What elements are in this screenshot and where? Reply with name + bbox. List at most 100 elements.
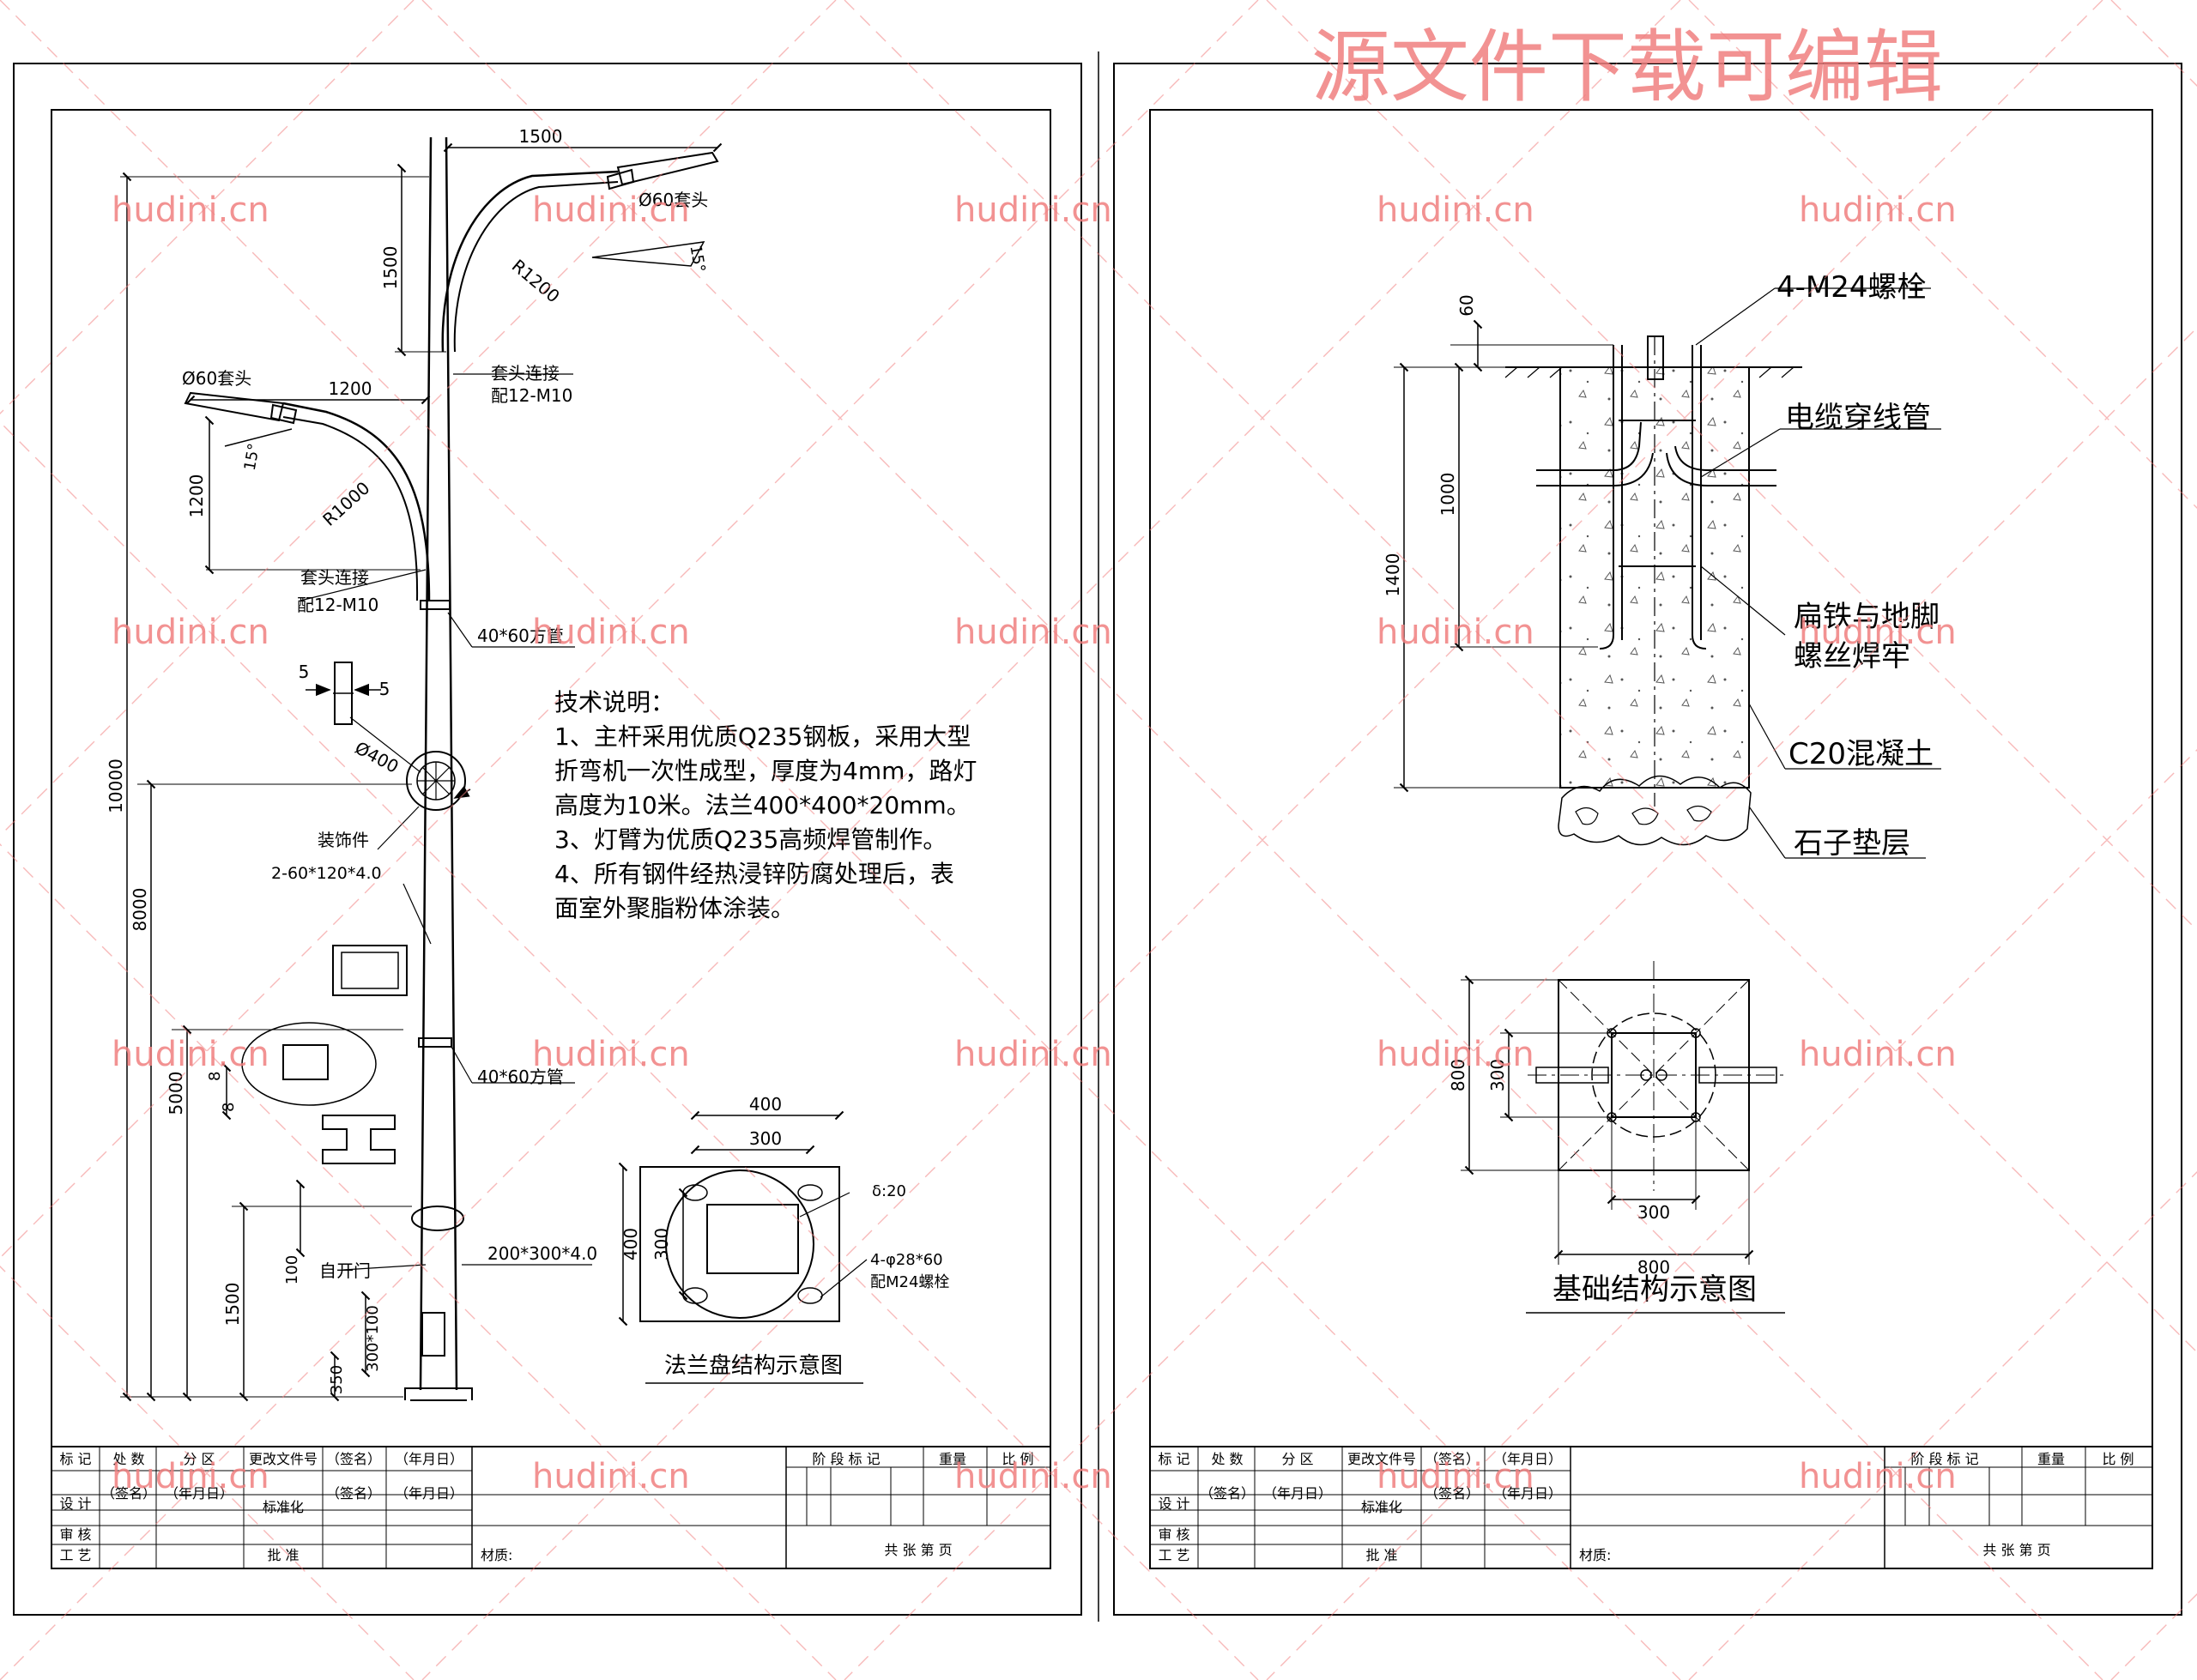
cable-pipe-label: 电缆穿线管: [1785, 401, 1931, 435]
title-block-right-text: 标 记 处 数 分 区 更改文件号 （签名） （年月日） 设 计 （签名） （年…: [1158, 1451, 2133, 1563]
watermark-site: hudini.cn: [112, 1035, 269, 1074]
tb-cell: 批 准: [1365, 1547, 1397, 1563]
tube-lower-label: 40*60方管: [477, 1067, 564, 1087]
upper-joint-bolts-label: 配12-M10: [491, 385, 572, 406]
lower-joint-bolts-label: 配12-M10: [297, 595, 378, 615]
lower-arm-radius-label: R1000: [318, 478, 373, 530]
tb-cell: （年月日）: [1263, 1485, 1332, 1502]
tb-material: 材质:: [1579, 1547, 1611, 1563]
rib-b-label: 8: [220, 1103, 238, 1112]
tb-cell: 工 艺: [59, 1547, 91, 1563]
plan-bottom-outer: 800: [1637, 1257, 1670, 1278]
tb-cell: （签名）: [101, 1485, 156, 1502]
tb-cell: （签名）: [326, 1485, 381, 1502]
tb-stage: 阶 段 标 记: [1910, 1451, 1978, 1467]
rib-a-label: 8: [206, 1072, 224, 1081]
tech-note-line: 折弯机一次性成型，厚度为4mm，路灯: [554, 757, 977, 785]
tech-notes-title: 技术说明：: [554, 688, 675, 716]
dim-60-label: 60: [1456, 294, 1477, 316]
tb-scale: 比 例: [2102, 1451, 2133, 1467]
gap-right-label: 5: [379, 679, 390, 699]
watermark-site: hudini.cn: [112, 190, 269, 230]
plan-labels: 800 300 300 800 基础结构示意图: [1448, 1059, 1757, 1307]
flange-labels: 400 300 400 300 δ:20 4-φ28*60 配M24螺栓 法兰盘…: [620, 1094, 949, 1379]
dim-350-label: 350: [328, 1365, 346, 1394]
tb-cell: （签名）: [1425, 1485, 1480, 1502]
watermark-site: hudini.cn: [954, 613, 1112, 652]
tb-weight: 重量: [939, 1451, 966, 1467]
flange-thickness: δ:20: [872, 1182, 906, 1200]
flange-detail: [618, 1110, 868, 1384]
foundation-plan: [1461, 961, 1785, 1314]
concrete-label: C20混凝土: [1788, 737, 1934, 771]
tb-sheets: 共 张 第 页: [1982, 1542, 2050, 1558]
tb-scale: 比 例: [1002, 1451, 1033, 1467]
tb-cell: 标准化: [1361, 1499, 1402, 1515]
tb-cell: （年月日）: [395, 1451, 463, 1467]
gap-left-label: 5: [299, 662, 310, 682]
tb-cell: （年月日）: [1493, 1451, 1562, 1467]
flange-height-inner: 300: [651, 1228, 672, 1260]
tb-cell: 分 区: [1281, 1451, 1313, 1467]
tb-stage: 阶 段 标 记: [812, 1451, 880, 1467]
plate-label: 2-60*120*4.0: [271, 864, 382, 883]
tb-cell: （年月日）: [165, 1485, 233, 1502]
foundation-labels: 4-M24螺栓 电缆穿线管 扁铁与地脚 螺丝焊牢 C20混凝土 石子垫层 60 …: [1383, 270, 1940, 861]
lower-joint-label: 套头连接: [300, 567, 369, 588]
watermark-site: hudini.cn: [1799, 1035, 1957, 1074]
dim-1400-label: 1400: [1383, 553, 1403, 597]
door-size-label: 200*300*4.0: [487, 1243, 597, 1264]
tb-cell: 更改文件号: [1347, 1451, 1416, 1467]
tb-cell: 处 数: [1211, 1451, 1243, 1467]
tech-note-line: 1、主杆采用优质Q235钢板，采用大型: [554, 722, 971, 751]
tb-weight: 重量: [2037, 1451, 2065, 1467]
tb-cell: 标 记: [59, 1451, 91, 1467]
watermark-site: hudini.cn: [532, 190, 690, 230]
watermark-site: hudini.cn: [954, 1035, 1112, 1074]
tb-cell: 审 核: [1158, 1526, 1189, 1543]
title-block-left-text: 标 记 处 数 分 区 更改文件号 （签名） （年月日） 设 计 （签名） （年…: [59, 1451, 1033, 1563]
lower-arm-angle-label: 15°: [241, 442, 263, 472]
tech-notes: 技术说明： 1、主杆采用优质Q235钢板，采用大型 折弯机一次性成型，厚度为4m…: [554, 688, 977, 922]
watermark-site: hudini.cn: [1799, 613, 1957, 652]
tube-upper-label: 40*60方管: [477, 625, 564, 646]
tb-cell: 标准化: [263, 1499, 304, 1515]
plan-side-outer: 800: [1448, 1059, 1468, 1091]
watermark-site: hudini.cn: [954, 1457, 1112, 1496]
anchor-bolts-label: 4-M24螺栓: [1776, 270, 1927, 305]
flange-width-outer: 400: [749, 1094, 782, 1115]
watermark-site: hudini.cn: [532, 1457, 690, 1496]
tb-cell: 标 记: [1158, 1451, 1189, 1467]
watermark-site: hudini.cn: [1377, 1035, 1534, 1074]
tb-cell: （年月日）: [395, 1485, 463, 1502]
weld-label-line1: 扁铁与地脚: [1794, 600, 1940, 634]
tb-sheets: 共 张 第 页: [884, 1542, 952, 1558]
dim-100-label: 100: [283, 1255, 301, 1284]
tb-cell: 批 准: [267, 1547, 299, 1563]
lower-arm-head-label: Ø60套头: [182, 368, 251, 389]
tb-cell: （签名）: [1200, 1485, 1255, 1502]
dim-1000-label: 1000: [1437, 473, 1458, 517]
watermark-site: hudini.cn: [532, 613, 690, 652]
pole-labels: 1500 Ø60套头 15° 1500 R1200 套头连接 配12-M10 Ø…: [106, 126, 709, 1394]
watermark-site: hudini.cn: [1377, 190, 1534, 230]
tb-cell: 设 计: [59, 1496, 91, 1512]
lower-arm-horizontal-dim: 1200: [329, 378, 372, 399]
height-5000-label: 5000: [166, 1072, 186, 1115]
tb-cell: （签名）: [1425, 1451, 1480, 1467]
lower-arm-vertical-dim: 1200: [186, 474, 207, 518]
upper-arm-angle-label: 15°: [686, 244, 708, 274]
height-8000-label: 8000: [130, 888, 150, 932]
weld-label-line2: 螺丝焊牢: [1794, 639, 1910, 674]
tech-note-line: 高度为10米。法兰400*400*20mm。: [554, 791, 971, 819]
watermark-texts: hudini.cn hudini.cn hudini.cn hudini.cn …: [112, 190, 1957, 1496]
tb-cell: 工 艺: [1158, 1547, 1189, 1563]
watermark-site: hudini.cn: [1799, 190, 1957, 230]
watermark-site: hudini.cn: [1799, 1457, 1957, 1496]
foundation-section: [1394, 287, 1941, 859]
gravel-label: 石子垫层: [1794, 826, 1910, 861]
upper-arm-horizontal-dim: 1500: [519, 126, 563, 147]
watermark-site: hudini.cn: [112, 1457, 269, 1496]
